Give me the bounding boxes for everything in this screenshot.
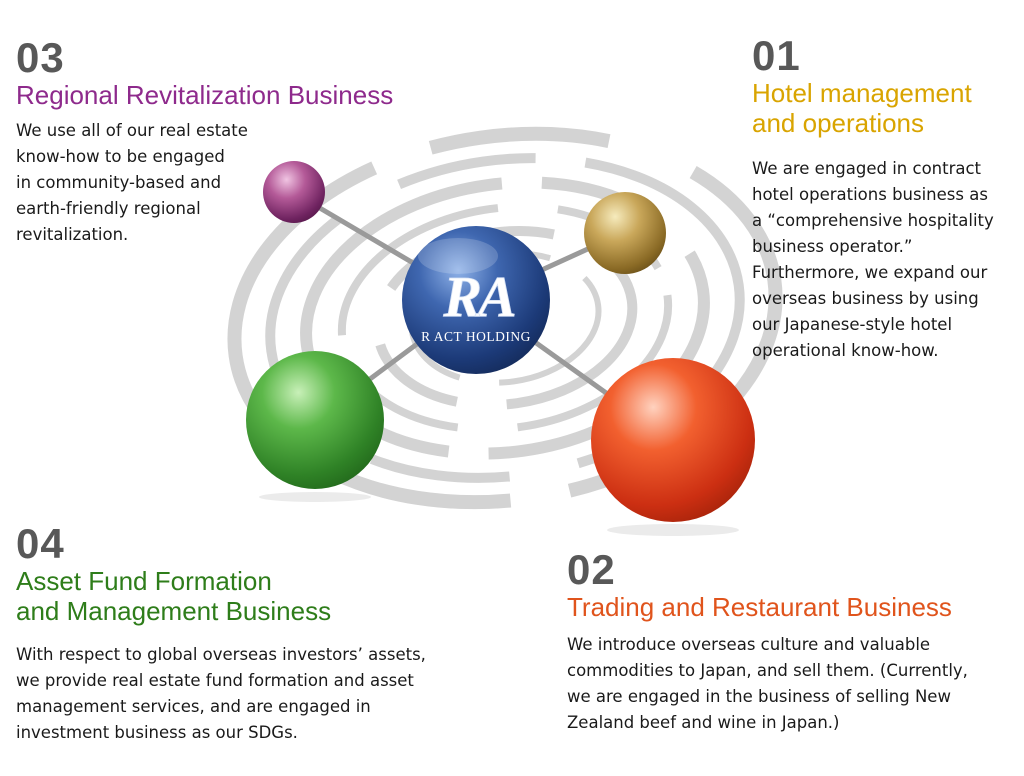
- description-line: know-how to be engaged: [16, 147, 225, 166]
- section-description: With respect to global overseas investor…: [16, 642, 426, 746]
- center-sphere: [402, 226, 550, 374]
- description-line: earth-friendly regional: [16, 199, 201, 218]
- section-number: 02: [567, 546, 616, 593]
- purple-sphere: [263, 161, 325, 223]
- description-line: With respect to global overseas investor…: [16, 645, 426, 664]
- center-logo: RA R ACT HOLDING: [402, 226, 550, 374]
- description-line: Zealand beef and wine in Japan.): [567, 713, 840, 732]
- section-trading-restaurant: 02 Trading and Restaurant Business We in…: [567, 548, 968, 736]
- description-line: we provide real estate fund formation an…: [16, 671, 414, 690]
- section-description: We introduce overseas culture and valuab…: [567, 632, 968, 736]
- description-line: Furthermore, we expand our: [752, 263, 988, 282]
- section-description: We are engaged in contract hotel operati…: [752, 156, 994, 364]
- description-line: in community-based and: [16, 173, 222, 192]
- green-sphere: [246, 351, 384, 489]
- description-line: We introduce overseas culture and valuab…: [567, 635, 931, 654]
- section-title: Trading and Restaurant Business: [567, 592, 968, 622]
- description-line: our Japanese-style hotel: [752, 315, 953, 334]
- section-description: We use all of our real estate know-how t…: [16, 118, 393, 248]
- description-line: investment business as our SDGs.: [16, 723, 298, 742]
- section-number: 01: [752, 32, 801, 79]
- green-sphere-shadow: [259, 492, 371, 502]
- section-title-line: and Management Business: [16, 596, 332, 626]
- description-line: management services, and are engaged in: [16, 697, 371, 716]
- description-line: business operator.”: [752, 237, 913, 256]
- description-line: we are engaged in the business of sellin…: [567, 687, 951, 706]
- section-number: 04: [16, 520, 65, 567]
- section-title-line: Trading and Restaurant Business: [567, 592, 952, 622]
- description-line: revitalization.: [16, 225, 129, 244]
- section-title-line: Asset Fund Formation: [16, 566, 272, 596]
- section-title-line: Hotel management: [752, 78, 972, 108]
- logo-monogram: RA: [442, 264, 515, 329]
- description-line: operational know-how.: [752, 341, 939, 360]
- description-line: We use all of our real estate: [16, 121, 248, 140]
- section-asset-fund: 04 Asset Fund Formation and Management B…: [16, 522, 426, 746]
- description-line: commodities to Japan, and sell them. (Cu…: [567, 661, 968, 680]
- logo-caption: R ACT HOLDING: [421, 329, 531, 344]
- section-hotel-management: 01 Hotel management and operations We ar…: [752, 34, 994, 364]
- section-number: 03: [16, 34, 65, 81]
- red-sphere: [591, 358, 755, 522]
- description-line: hotel operations business as: [752, 185, 988, 204]
- description-line: overseas business by using: [752, 289, 979, 308]
- section-title: Regional Revitalization Business: [16, 80, 393, 110]
- red-sphere-shadow: [607, 524, 739, 536]
- center-sphere-highlight: [418, 238, 498, 274]
- section-title-line: and operations: [752, 108, 925, 138]
- section-regional-revitalization: 03 Regional Revitalization Business We u…: [16, 36, 393, 248]
- section-title: Asset Fund Formation and Management Busi…: [16, 566, 426, 626]
- gold-sphere: [584, 192, 666, 274]
- section-title-line: Regional Revitalization Business: [16, 80, 394, 110]
- description-line: We are engaged in contract: [752, 159, 982, 178]
- description-line: a “comprehensive hospitality: [752, 211, 994, 230]
- section-title: Hotel management and operations: [752, 78, 994, 138]
